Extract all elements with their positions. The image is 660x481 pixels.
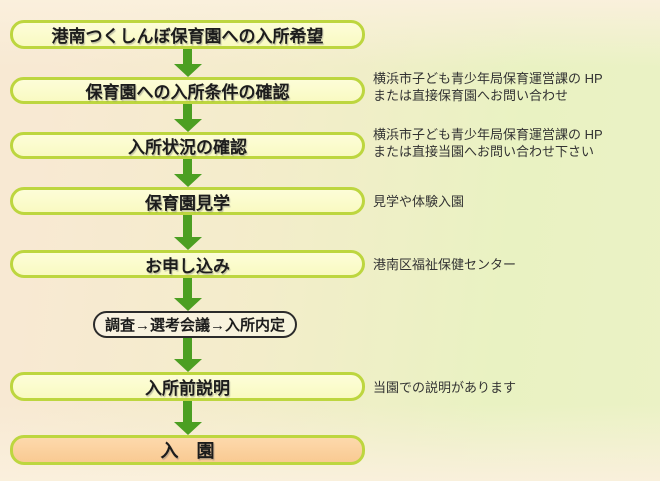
down-arrow-icon: [173, 49, 202, 77]
arrow-stem: [183, 338, 192, 359]
arrow-stem: [183, 104, 192, 119]
down-arrow-icon: [173, 278, 202, 311]
arrow-stem: [183, 401, 192, 422]
step-box-admission-request: 港南つくしんぼ保育園への入所希望: [10, 20, 365, 49]
step-label: 保育園見学: [145, 193, 230, 213]
down-arrow-icon: [173, 338, 202, 372]
note-status-contact: 横浜市子ども青少年局保育運営課の HP または直接当園へお問い合わせ下さい: [373, 127, 603, 159]
step-box-application: お申し込み: [10, 250, 365, 278]
arrow-head: [173, 422, 202, 435]
down-arrow-icon: [173, 159, 202, 187]
step-box-status-check: 入所状況の確認: [10, 132, 365, 159]
arrow-head: [173, 237, 202, 250]
step-box-conditions-check: 保育園への入所条件の確認: [10, 77, 365, 104]
down-arrow-icon: [173, 215, 202, 250]
arrow-stem: [183, 215, 192, 237]
step-label: 入 園: [160, 441, 215, 461]
step-label: 港南つくしんぼ保育園への入所希望: [51, 27, 324, 46]
step-box-pre-admission-briefing: 入所前説明: [10, 372, 365, 401]
note-application-center: 港南区福祉保健センター: [373, 257, 517, 272]
arrow-stem: [183, 278, 192, 298]
note-conditions-contact: 横浜市子ども青少年局保育運営課の HP または直接保育園へお問い合わせ: [373, 71, 603, 103]
down-arrow-icon: [173, 104, 202, 132]
step-box-enrollment: 入 園: [10, 435, 365, 465]
arrow-stem: [183, 49, 192, 64]
arrow-stem: [183, 159, 192, 174]
arrow-head: [173, 359, 202, 372]
step-box-visit: 保育園見学: [10, 187, 365, 215]
arrow-head: [173, 174, 202, 187]
step-box-selection-process: 調査→選考会議→入所内定: [93, 311, 297, 338]
arrow-head: [173, 119, 202, 132]
note-visit: 見学や体験入園: [373, 194, 465, 209]
step-label: お申し込み: [145, 256, 230, 276]
down-arrow-icon: [173, 401, 202, 435]
arrow-head: [173, 64, 202, 77]
step-label: 入所状況の確認: [128, 138, 247, 157]
note-briefing: 当園での説明があります: [373, 380, 517, 395]
step-label: 調査→選考会議→入所内定: [104, 317, 285, 334]
arrow-head: [173, 298, 202, 311]
step-label: 保育園への入所条件の確認: [85, 83, 290, 102]
step-label: 入所前説明: [145, 379, 230, 398]
